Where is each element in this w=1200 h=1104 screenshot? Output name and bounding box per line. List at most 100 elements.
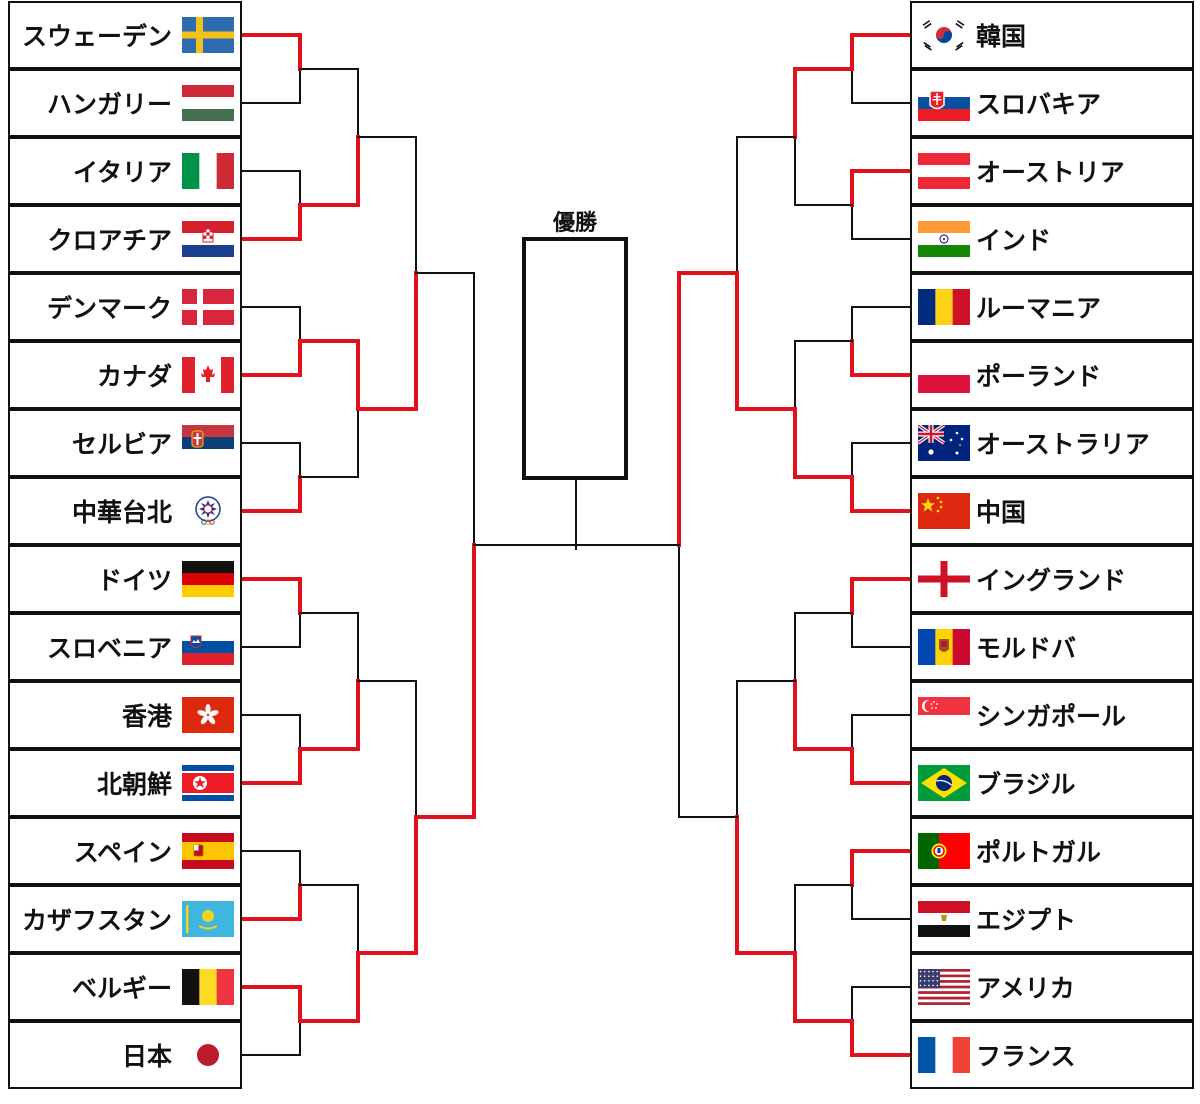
- bracket-connector: [851, 68, 911, 104]
- japan-flag-icon: [197, 1044, 219, 1066]
- team-slot: クロアチア: [8, 205, 242, 273]
- bracket-connector: [851, 986, 911, 1022]
- team-slot: 韓国: [910, 1, 1194, 69]
- bracket-advance-line: [793, 407, 854, 479]
- bracket-advance-line: [850, 475, 912, 513]
- bracket-advance-line: [298, 679, 360, 751]
- team-name: ポルトガル: [976, 838, 1102, 867]
- team-name: 中国: [976, 498, 1027, 527]
- bracket-advance-line: [735, 815, 797, 955]
- hungary-flag-icon: [182, 85, 234, 121]
- team-name: ドイツ: [96, 566, 172, 595]
- bracket-advance-line: [850, 169, 912, 207]
- bracket-connector: [851, 442, 911, 478]
- team-name: モルドバ: [976, 634, 1077, 663]
- bracket-connector: [678, 544, 738, 818]
- team-name: ベルギー: [71, 974, 172, 1003]
- bracket-advance-line: [298, 951, 360, 1023]
- romania-flag-icon: [918, 289, 970, 325]
- usa-flag-icon: [918, 969, 970, 1005]
- team-name: デンマーク: [46, 294, 172, 323]
- serbia-flag-icon: [182, 425, 234, 461]
- bracket-advance-line: [298, 135, 360, 207]
- bracket-advance-line: [356, 271, 418, 411]
- team-slot: イングランド: [910, 545, 1194, 613]
- bracket-advance-line: [241, 339, 302, 377]
- team-name: シンガポール: [976, 702, 1127, 731]
- team-slot: イタリア: [8, 137, 242, 205]
- bracket-advance-line: [677, 271, 739, 547]
- team-name: オーストラリア: [976, 430, 1150, 459]
- team-slot: 香港: [8, 681, 242, 749]
- team-slot: ドイツ: [8, 545, 242, 613]
- bracket-connector: [242, 306, 301, 342]
- bracket-connector: [851, 204, 911, 240]
- team-name: インド: [976, 226, 1052, 255]
- croatia-flag-icon: [182, 221, 234, 257]
- slovenia-flag-icon: [182, 629, 234, 665]
- australia-flag-icon: [918, 425, 970, 461]
- team-name: 中華台北: [71, 498, 172, 527]
- india-flag-icon: [918, 221, 970, 257]
- bracket-advance-line: [356, 815, 418, 955]
- south-korea-flag-icon: [918, 17, 970, 53]
- team-slot: モルドバ: [910, 613, 1194, 681]
- italy-flag-icon: [182, 153, 234, 189]
- team-slot: デンマーク: [8, 273, 242, 341]
- bracket-advance-line: [241, 33, 302, 71]
- team-name: スロベニア: [46, 634, 172, 663]
- team-name: 香港: [121, 702, 172, 731]
- bracket-connector: [415, 272, 475, 546]
- team-slot: ポルトガル: [910, 817, 1194, 885]
- bracket-advance-line: [850, 33, 912, 71]
- team-slot: ルーマニア: [910, 273, 1194, 341]
- team-slot: スペイン: [8, 817, 242, 885]
- bracket-advance-line: [735, 271, 797, 411]
- team-name: ルーマニア: [976, 294, 1102, 323]
- team-slot: オーストリア: [910, 137, 1194, 205]
- team-name: 北朝鮮: [96, 770, 172, 799]
- bracket-connector: [736, 136, 796, 274]
- team-name: イタリア: [72, 158, 172, 187]
- bracket-connector: [851, 612, 911, 648]
- bracket-advance-line: [241, 985, 302, 1023]
- canada-flag-icon: [182, 357, 234, 393]
- team-name: カザフスタン: [21, 906, 172, 935]
- team-slot: フランス: [910, 1021, 1194, 1089]
- germany-flag-icon: [182, 561, 234, 597]
- bracket-connector: [242, 714, 301, 750]
- team-slot: インド: [910, 205, 1194, 273]
- team-slot: スロベニア: [8, 613, 242, 681]
- bracket-connector: [299, 612, 359, 682]
- team-name: ポーランド: [976, 362, 1102, 391]
- team-slot: ポーランド: [910, 341, 1194, 409]
- portugal-flag-icon: [918, 833, 970, 869]
- bracket-connector: [851, 714, 911, 750]
- bracket-connector: [357, 680, 417, 818]
- team-name: アメリカ: [976, 974, 1075, 1003]
- chinese-taipei-flag-icon: [195, 496, 221, 525]
- bracket-advance-line: [850, 1019, 912, 1057]
- bracket-advance-line: [793, 67, 854, 139]
- team-name: スロバキア: [976, 90, 1102, 119]
- team-name: ブラジル: [976, 770, 1076, 799]
- bracket-connector: [851, 306, 911, 342]
- champion-label: 優勝: [552, 211, 597, 236]
- bracket-advance-line: [850, 747, 912, 785]
- team-name: 日本: [121, 1042, 172, 1071]
- poland-flag-icon: [918, 357, 970, 393]
- bracket-connector: [242, 612, 301, 648]
- team-name: オーストリア: [976, 158, 1125, 187]
- team-name: 韓国: [976, 22, 1027, 51]
- france-flag-icon: [918, 1037, 970, 1073]
- team-slot: 北朝鮮: [8, 749, 242, 817]
- team-slot: オーストラリア: [910, 409, 1194, 477]
- team-name: イングランド: [976, 566, 1127, 595]
- bracket-connector: [299, 884, 359, 954]
- bracket-connector: [794, 884, 853, 954]
- hong-kong-flag-icon: [182, 697, 234, 733]
- team-slot: カナダ: [8, 341, 242, 409]
- bracket-advance-line: [241, 883, 302, 921]
- team-name: ハンガリー: [46, 90, 172, 119]
- bracket-advance-line: [850, 339, 912, 377]
